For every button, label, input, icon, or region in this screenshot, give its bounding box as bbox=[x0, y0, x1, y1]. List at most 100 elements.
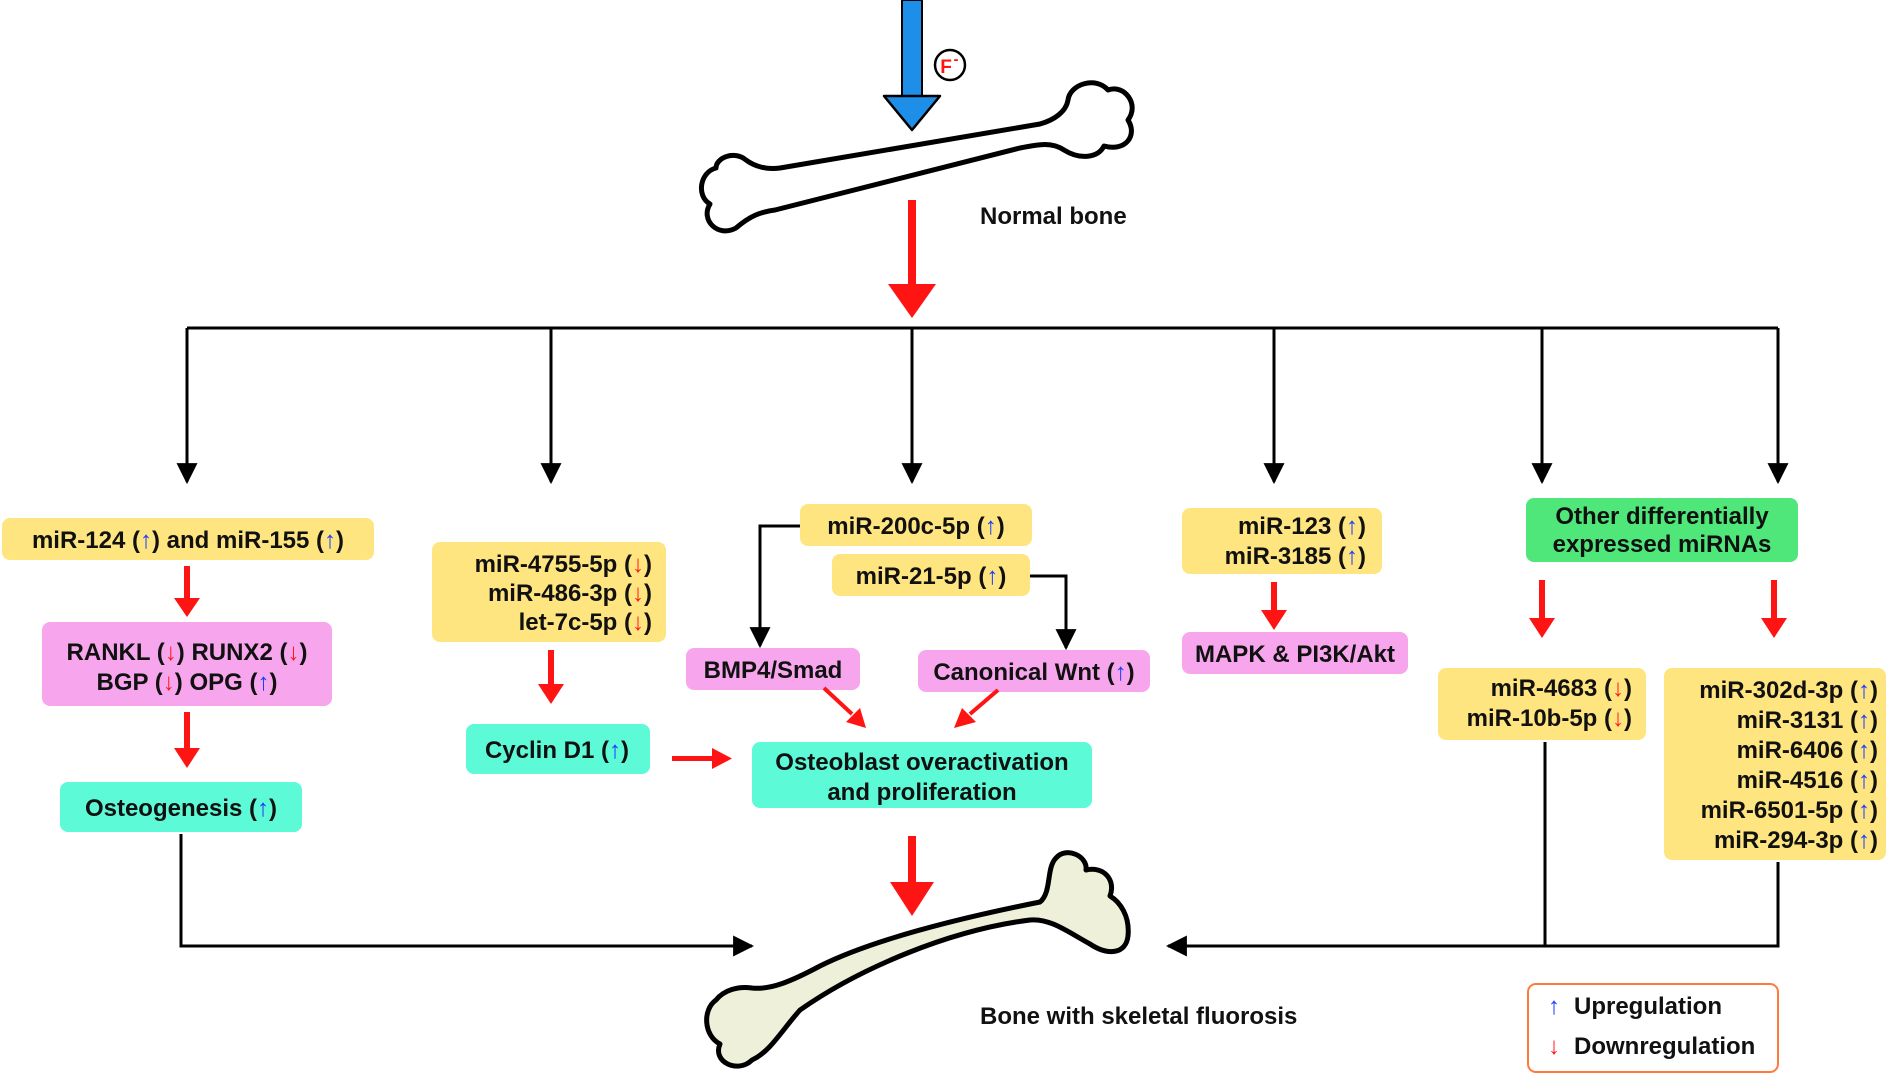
down-arrow-icon: ↓ bbox=[1612, 705, 1624, 732]
legend: ↑ Upregulation ↓ Downregulation bbox=[1527, 983, 1779, 1073]
target-runx2: RUNX2 bbox=[191, 639, 272, 666]
up-arrow-icon: ↑ bbox=[324, 527, 336, 554]
branch3-wnt-box: Canonical Wnt (↑) bbox=[918, 650, 1150, 692]
target-bgp: BGP bbox=[97, 669, 149, 696]
legend-upregulation: Upregulation bbox=[1574, 993, 1722, 1020]
target-rankl: RANKL bbox=[67, 639, 151, 666]
branch5-down-box: miR-4683 (↓) miR-10b-5p (↓) bbox=[1438, 668, 1646, 740]
red-arrow-b1-2 bbox=[174, 712, 200, 768]
up-arrow-icon: ↑ bbox=[1858, 707, 1870, 734]
svg-text:miR-10b-5p (↓): miR-10b-5p (↓) bbox=[1467, 705, 1632, 732]
mirna-486: miR-486-3p bbox=[488, 580, 617, 607]
svg-text:miR-6406 (↑): miR-6406 (↑) bbox=[1737, 737, 1878, 764]
pathway-mapk-pi3k: MAPK & PI3K/Akt bbox=[1195, 641, 1395, 668]
branch4-mirna-box: miR-123 (↑) miR-3185 (↑) bbox=[1182, 508, 1382, 574]
fluoride-label: F bbox=[940, 57, 952, 78]
mirna-200c: miR-200c-5p bbox=[827, 513, 970, 540]
legend-down-icon: ↓ bbox=[1548, 1033, 1560, 1060]
svg-text:Cyclin D1 (↑): Cyclin D1 (↑) bbox=[485, 737, 629, 764]
up-arrow-icon: ↑ bbox=[1858, 827, 1870, 854]
mirna-21: miR-21-5p bbox=[856, 563, 972, 590]
branch1-mirna-box: miR-124 (↑) and miR-155 (↑) bbox=[2, 518, 374, 560]
mirna-3185: miR-3185 bbox=[1225, 543, 1332, 570]
mirna-4516: miR-4516 bbox=[1737, 767, 1844, 794]
up-arrow-icon: ↑ bbox=[1346, 543, 1358, 570]
svg-text:miR-4516 (↑): miR-4516 (↑) bbox=[1737, 767, 1878, 794]
up-arrow-icon: ↑ bbox=[986, 563, 998, 590]
svg-text:miR-6501-5p (↑): miR-6501-5p (↑) bbox=[1701, 797, 1878, 824]
red-arrow-b5-up bbox=[1761, 580, 1787, 638]
up-arrow-icon: ↑ bbox=[609, 737, 621, 764]
branch4-pathway-box: MAPK & PI3K/Akt bbox=[1182, 632, 1408, 674]
fluorosis-bone-icon bbox=[704, 850, 1131, 1069]
return-lines bbox=[179, 742, 1780, 957]
red-arrow-main bbox=[888, 200, 936, 318]
mirna-3131: miR-3131 bbox=[1737, 707, 1844, 734]
svg-text:RANKL (↓) RUNX2: RANKL (↓) RUNX2 (↓) bbox=[67, 639, 308, 666]
up-arrow-icon: ↑ bbox=[1858, 737, 1870, 764]
fluoride-arrow bbox=[882, 0, 942, 132]
down-arrow-icon: ↓ bbox=[632, 580, 644, 607]
other-mirnas-line1: Other differentially bbox=[1555, 503, 1769, 530]
svg-text:miR-21-5p (↑): miR-21-5p (↑) bbox=[856, 563, 1007, 590]
up-arrow-icon: ↑ bbox=[1346, 513, 1358, 540]
branch2-target-box: Cyclin D1 (↑) bbox=[466, 724, 650, 774]
mirna-10b: miR-10b-5p bbox=[1467, 705, 1598, 732]
pathway-bmp4-smad: BMP4/Smad bbox=[704, 657, 843, 684]
pathway-canonical-wnt: Canonical Wnt bbox=[933, 659, 1100, 686]
fluorosis-bone-label: Bone with skeletal fluorosis bbox=[980, 1003, 1297, 1030]
branch3-connectors bbox=[749, 524, 1077, 651]
mirna-let7c: let-7c-5p bbox=[519, 609, 618, 636]
red-arrow-b4 bbox=[1261, 582, 1287, 630]
down-arrow-icon: ↓ bbox=[632, 551, 644, 578]
mirna-123: miR-123 bbox=[1238, 513, 1331, 540]
svg-text:miR-4755-5p (↓): miR-4755-5p (↓) bbox=[475, 551, 652, 578]
branch1-outcome-box: Osteogenesis (↑) bbox=[60, 782, 302, 832]
svg-text:miR-3185 (↑): miR-3185 (↑) bbox=[1225, 543, 1366, 570]
up-arrow-icon: ↑ bbox=[1858, 767, 1870, 794]
svg-text:miR-486-3p (↓): miR-486-3p (↓) bbox=[488, 580, 652, 607]
down-arrow-icon: ↓ bbox=[287, 639, 299, 666]
up-arrow-icon: ↑ bbox=[1858, 677, 1870, 704]
svg-text:miR-302d-3p (↑): miR-302d-3p (↑) bbox=[1699, 677, 1878, 704]
outcome-osteoblast-line2: and proliferation bbox=[827, 779, 1016, 806]
normal-bone-label: Normal bone bbox=[980, 203, 1127, 230]
up-arrow-icon: ↑ bbox=[1115, 659, 1127, 686]
legend-up-icon: ↑ bbox=[1548, 993, 1560, 1020]
mirna-4683: miR-4683 bbox=[1491, 675, 1598, 702]
mirna-302d: miR-302d-3p bbox=[1699, 677, 1843, 704]
up-arrow-icon: ↑ bbox=[140, 527, 152, 554]
conjunction-and: and bbox=[167, 527, 210, 554]
red-arrow-b1-1 bbox=[174, 566, 200, 617]
distribution-lines bbox=[176, 326, 1789, 485]
svg-text:Canonical Wnt (↑): Canonical Wnt (↑) bbox=[933, 659, 1134, 686]
up-arrow-icon: ↑ bbox=[257, 795, 269, 822]
svg-text:miR-123 (↑): miR-123 (↑) bbox=[1238, 513, 1366, 540]
outcome-osteoblast-line1: Osteoblast overactivation bbox=[775, 749, 1068, 776]
mirna-6406: miR-6406 bbox=[1737, 737, 1844, 764]
outcome-osteogenesis: Osteogenesis bbox=[85, 795, 242, 822]
fluoride-ion-icon: F - bbox=[933, 48, 967, 82]
up-arrow-icon: ↑ bbox=[257, 669, 269, 696]
svg-text:miR-294-3p (↑): miR-294-3p (↑) bbox=[1714, 827, 1878, 854]
branch3-outcome-box: Osteoblast overactivation and proliferat… bbox=[752, 742, 1092, 808]
mirna-6501: miR-6501-5p bbox=[1701, 797, 1844, 824]
branch3-mirna21-box: miR-21-5p (↑) bbox=[832, 554, 1030, 596]
mirna-4755: miR-4755-5p bbox=[475, 551, 618, 578]
down-arrow-icon: ↓ bbox=[163, 669, 175, 696]
red-arrow-b2-1 bbox=[538, 650, 564, 704]
down-arrow-icon: ↓ bbox=[1612, 675, 1624, 702]
red-arrow-wnt bbox=[954, 688, 1000, 728]
branch3-bmp4-box: BMP4/Smad bbox=[686, 648, 860, 690]
normal-bone-icon bbox=[699, 80, 1135, 234]
other-mirnas-line2: expressed miRNAs bbox=[1553, 531, 1772, 558]
svg-text:let-7c-5p (↓): let-7c-5p (↓) bbox=[519, 609, 652, 636]
down-arrow-icon: ↓ bbox=[632, 609, 644, 636]
up-arrow-icon: ↑ bbox=[1858, 797, 1870, 824]
branch5-header-box: Other differentially expressed miRNAs bbox=[1526, 498, 1798, 562]
svg-text:miR-124 (↑) and: miR-124 (↑) and miR-155 (↑) bbox=[32, 527, 344, 554]
red-arrow-bmp4 bbox=[822, 686, 866, 728]
up-arrow-icon: ↑ bbox=[985, 513, 997, 540]
